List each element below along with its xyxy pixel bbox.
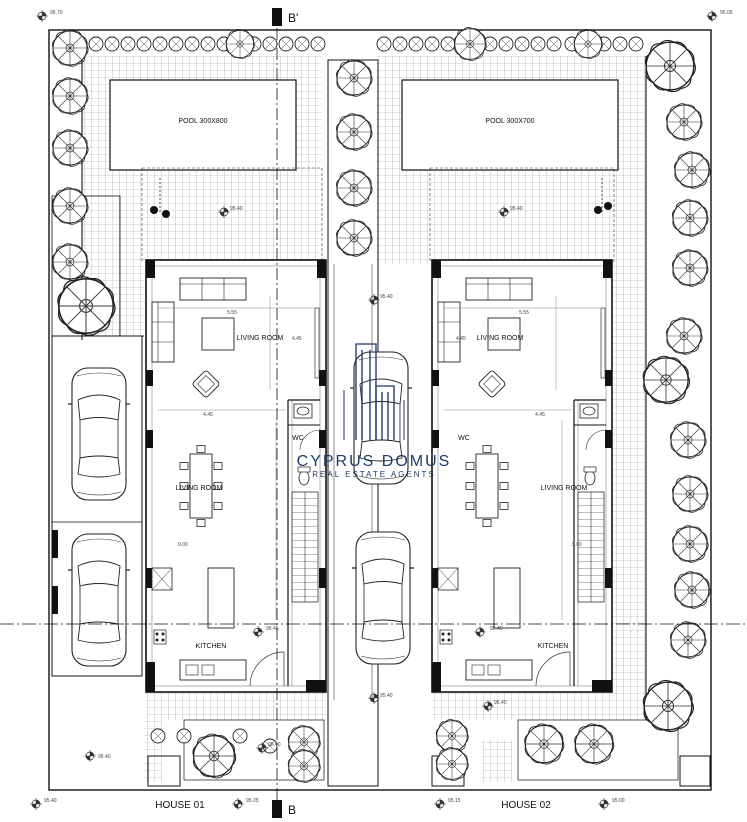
car-icon <box>67 533 131 667</box>
room-label-dining-house-02: LIVING ROOM <box>541 485 588 492</box>
dim-house-depth-house-01: 9.00 <box>178 542 188 548</box>
level-axis-bottom-4: 95.00 <box>612 798 625 804</box>
level-center-walk: 95.40 <box>380 294 393 300</box>
room-label-kitchen-house-01: KITCHEN <box>196 643 227 650</box>
level-deck-house-01: 95.40 <box>230 206 243 212</box>
dim-room-width-house-02: 4.45 <box>535 412 545 418</box>
section-label-top: B' <box>288 11 298 25</box>
watermark-brand: CYPRUS DOMUS <box>297 453 452 470</box>
watermark-tagline: REAL ESTATE AGENTS <box>312 470 435 479</box>
dim-sofa-width-house-02: 5.55 <box>519 310 529 316</box>
level-bottom-left: 95.40 <box>98 754 111 760</box>
pool-ladder-house-02 <box>594 178 612 214</box>
room-label-kitchen-house-02: KITCHEN <box>538 643 569 650</box>
level-marker-icon <box>433 797 447 811</box>
level-corner-tr: 95.05 <box>720 10 733 16</box>
watermark-logo <box>343 343 405 440</box>
level-marker-icon <box>705 9 719 23</box>
dim-house-depth-house-02: 9.00 <box>572 542 582 548</box>
room-label-dining-house-01: LIVING ROOM <box>176 485 223 492</box>
pool-house-02 <box>401 79 619 171</box>
level-kitchen-house-01: 95.45 <box>266 626 279 632</box>
pool-label-house-02: POOL 300X700 <box>485 118 534 125</box>
level-marker-icon <box>597 797 611 811</box>
level-axis-bottom-2: 95.25 <box>246 798 259 804</box>
dim-living-depth-house-01: 4.45 <box>292 336 302 342</box>
house-name-02: HOUSE 02 <box>501 800 551 811</box>
level-corner-tl: 95.70 <box>50 10 63 16</box>
house-01-floor-plan <box>146 260 326 692</box>
pool-label-house-01: POOL 300X800 <box>178 118 227 125</box>
dim-living-depth-house-02: 4.45 <box>456 336 466 342</box>
level-marker-icon <box>231 797 245 811</box>
house-02-floor-plan <box>432 260 612 692</box>
car-icon <box>67 367 131 501</box>
room-label-living-house-01: LIVING ROOM <box>237 335 284 342</box>
level-deck-house-02: 95.40 <box>510 206 523 212</box>
level-bottom-mid-left: 95.40 <box>268 742 281 748</box>
level-marker-icon <box>29 797 43 811</box>
pool-house-01 <box>109 79 297 171</box>
car-icon <box>351 531 415 665</box>
level-kitchen-house-02: 95.45 <box>490 626 503 632</box>
section-label-bottom: B <box>288 803 296 817</box>
level-marker-icon <box>35 9 49 23</box>
house-name-01: HOUSE 01 <box>155 800 205 811</box>
room-label-living-house-02: LIVING ROOM <box>477 335 524 342</box>
room-label-wc-house-01: WC <box>292 435 304 442</box>
dim-room-width-house-01: 4.45 <box>203 412 213 418</box>
room-label-wc-house-02: WC <box>458 435 470 442</box>
level-lower-center: 95.40 <box>380 693 393 699</box>
level-axis-bottom-3: 95.15 <box>448 798 461 804</box>
pool-ladder-house-01 <box>150 178 170 218</box>
dim-sofa-width-house-01: 5.55 <box>227 310 237 316</box>
level-axis-bottom-1: 95.40 <box>44 798 57 804</box>
level-bottom-right-small: 95.40 <box>494 700 507 706</box>
